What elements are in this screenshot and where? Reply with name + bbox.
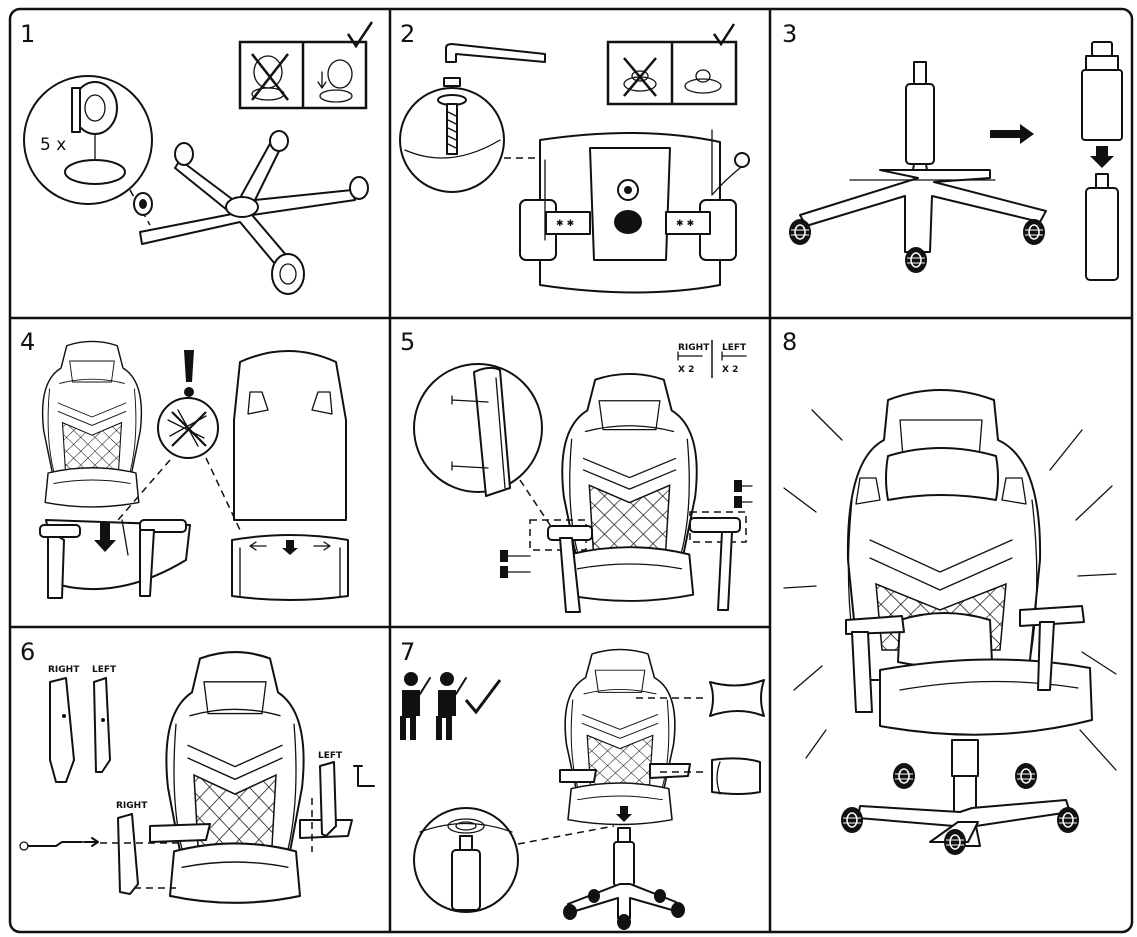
step-2-illustration: ✱ ✱ ✱ ✱	[399, 23, 750, 294]
legend-left-tag: LEFT	[722, 343, 747, 353]
arrow-icon	[1090, 146, 1114, 168]
check-icon	[346, 21, 374, 49]
step-6-number: 6	[20, 638, 35, 666]
label-left: LEFT	[92, 665, 117, 675]
check-icon	[464, 679, 502, 715]
step-4-illustration	[39, 340, 349, 601]
check-icon	[712, 23, 736, 47]
step-4-number: 4	[20, 328, 35, 356]
step-5-illustration: RIGHT X 2 LEFT X 2	[413, 340, 753, 613]
step-5-number: 5	[400, 328, 415, 356]
legend-left-qty: X 2	[722, 365, 738, 375]
step-8-number: 8	[782, 328, 797, 356]
step-3-number: 3	[782, 20, 797, 48]
step-3-illustration	[788, 41, 1123, 281]
arrow-icon	[94, 522, 116, 552]
svg-text:✱ ✱: ✱ ✱	[676, 219, 694, 229]
quantity-label: 5 x	[40, 135, 66, 155]
svg-text:✱ ✱: ✱ ✱	[556, 219, 574, 229]
label-right-2: RIGHT	[116, 801, 148, 811]
prohibited-icon	[623, 57, 657, 97]
burst-lines	[783, 409, 1117, 771]
warning-icon	[184, 350, 194, 382]
step-7-illustration	[400, 648, 765, 930]
arrow-icon	[990, 124, 1034, 144]
label-left-2: LEFT	[318, 751, 343, 761]
step-1-illustration: 5 x	[23, 21, 374, 295]
step-2-number: 2	[400, 20, 415, 48]
prohibited-icon	[251, 53, 289, 101]
legend-right-tag: RIGHT	[678, 343, 710, 353]
outer-frame	[8, 7, 1134, 934]
two-person-icon	[400, 672, 467, 740]
step-6-illustration: RIGHT LEFT RIGHT LEFT	[19, 651, 375, 904]
step-8-illustration	[783, 389, 1117, 856]
step-1-number: 1	[20, 20, 35, 48]
label-right: RIGHT	[48, 665, 80, 675]
step-7-number: 7	[400, 638, 415, 666]
arrow-icon	[282, 540, 298, 555]
zoom-circle	[413, 363, 543, 493]
arrow-icon	[616, 806, 632, 822]
legend-right-qty: X 2	[678, 365, 694, 375]
